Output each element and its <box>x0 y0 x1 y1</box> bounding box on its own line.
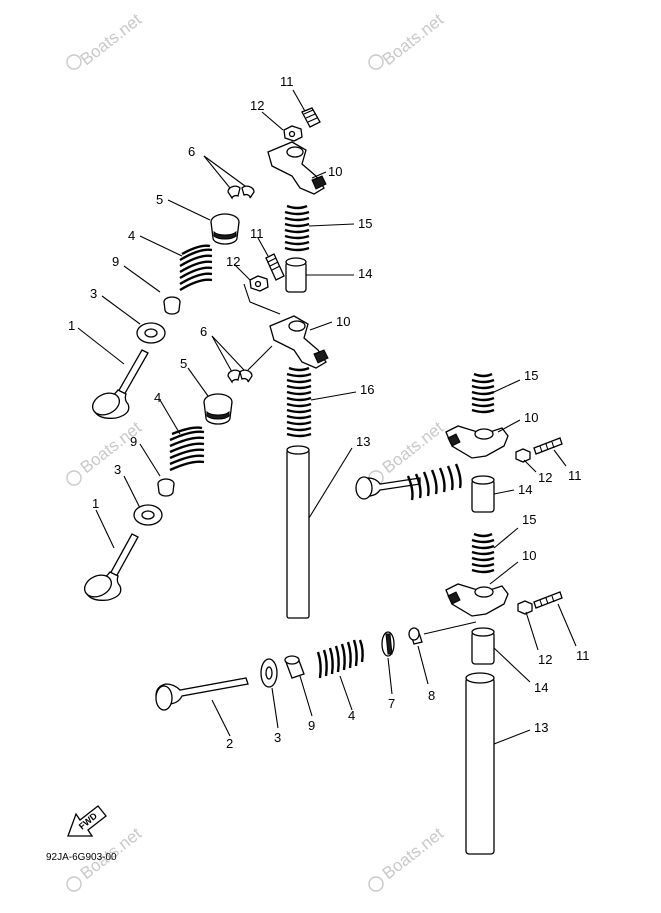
rocker-arm-10-top <box>267 141 327 195</box>
spring-seat-3-bottom <box>260 658 279 729</box>
valve-cotter-6-top <box>203 155 255 200</box>
callout-10-top: 10 <box>328 164 342 179</box>
valve-spring-4-second <box>159 399 205 472</box>
callout-7: 7 <box>388 696 395 711</box>
valve-spring-4-top <box>139 235 213 292</box>
callout-6-second: 6 <box>200 324 207 339</box>
callout-12-right-lower: 12 <box>538 652 552 667</box>
rocker-spring-15-upper <box>284 204 355 252</box>
callout-9-bottom: 9 <box>308 718 315 733</box>
spring-seat-3-second <box>123 475 163 526</box>
callout-12-right-upper: 12 <box>538 470 552 485</box>
callout-5-second: 5 <box>180 356 187 371</box>
intake-valve-1-top <box>77 327 149 419</box>
rocker-shaft-collar-14-right-lower <box>423 621 531 683</box>
callout-10-second: 10 <box>336 314 350 329</box>
watermark-bottom-right: Boats.net <box>368 824 448 892</box>
callout-15-right-lower: 15 <box>522 512 536 527</box>
svg-text:Boats.net: Boats.net <box>379 418 448 477</box>
rocker-arm-10-right-upper <box>445 419 521 459</box>
callout-labels: 11 12 6 10 5 15 4 11 9 12 14 3 10 1 6 5 … <box>68 74 590 751</box>
callout-10-right-upper: 10 <box>524 410 538 425</box>
exhaust-valve-assembly-horizontal <box>355 463 462 501</box>
watermark-top-left: Boats.net <box>66 10 146 70</box>
callout-9-second: 9 <box>130 434 137 449</box>
diagram-code: 92JA-6G903-00 <box>46 852 117 863</box>
watermark-mid-right: Boats.net <box>368 418 448 486</box>
adjusting-screw-11-right-lower <box>533 591 577 647</box>
callout-15-right-upper: 15 <box>524 368 538 383</box>
callout-3-bottom: 3 <box>274 730 281 745</box>
callout-11-right-upper: 11 <box>568 468 582 483</box>
callout-13-right: 13 <box>534 720 548 735</box>
svg-text:Boats.net: Boats.net <box>379 10 448 69</box>
svg-text:Boats.net: Boats.net <box>379 824 448 883</box>
valve-stem-seal-9-second <box>139 443 175 497</box>
callout-4-top: 4 <box>128 228 135 243</box>
callout-14-right-lower: 14 <box>534 680 548 695</box>
callout-14-center: 14 <box>358 266 372 281</box>
adjusting-screw-11-second <box>257 237 285 281</box>
lock-nut-12-second <box>233 263 281 315</box>
spring-seat-3-top <box>101 295 166 344</box>
adjusting-screw-11-right-upper <box>533 437 567 467</box>
lock-nut-12-top <box>261 111 303 142</box>
rocker-spring-16 <box>286 366 357 438</box>
exhaust-valve-2 <box>155 677 249 737</box>
callout-6-top: 6 <box>188 144 195 159</box>
callout-2: 2 <box>226 736 233 751</box>
callout-4-second: 4 <box>154 390 161 405</box>
lock-nut-12-right-lower <box>517 600 539 651</box>
callout-9-top: 9 <box>112 254 119 269</box>
spring-retainer-5-top <box>167 199 240 245</box>
callout-3-second: 3 <box>114 462 121 477</box>
callout-11-top: 11 <box>280 74 294 89</box>
callout-12-second: 12 <box>226 254 240 269</box>
watermark-top-right: Boats.net <box>368 10 448 70</box>
callout-5-top: 5 <box>156 192 163 207</box>
callout-13-center: 13 <box>356 434 370 449</box>
callout-12-top: 12 <box>250 98 264 113</box>
callout-10-right-lower: 10 <box>522 548 536 563</box>
valve-spring-4-bottom <box>316 639 364 711</box>
rocker-arm-10-right-lower <box>445 561 519 617</box>
valve-cotter-6-second <box>211 335 273 384</box>
push-rod-13-right <box>465 672 531 855</box>
callout-11-second: 11 <box>250 226 264 241</box>
callout-16: 16 <box>360 382 374 397</box>
callout-8: 8 <box>428 688 435 703</box>
lock-nut-12-right-upper <box>515 448 537 473</box>
watermark-mid-left: Boats.net <box>66 418 145 486</box>
valve-cotter-8 <box>408 627 429 685</box>
rocker-shaft-collar-14-right-upper <box>471 475 515 513</box>
rocker-arm-10-second <box>269 315 333 369</box>
intake-valve-1-second <box>83 509 139 601</box>
spring-retainer-5-second <box>187 367 233 425</box>
svg-text:Boats.net: Boats.net <box>77 10 146 69</box>
callout-1-top: 1 <box>68 318 75 333</box>
adjusting-screw-11-top <box>292 89 321 128</box>
rocker-shaft-collar-14-upper <box>285 257 354 293</box>
valve-stem-seal-9-top <box>123 265 181 315</box>
rocker-spring-15-right-lower <box>471 527 519 574</box>
callout-3-top: 3 <box>90 286 97 301</box>
valve-stem-seal-9-bottom <box>284 655 313 717</box>
callout-15-center: 15 <box>358 216 372 231</box>
callout-4-bottom: 4 <box>348 708 355 723</box>
forward-direction-arrow: FWD <box>67 805 107 837</box>
push-rod-13-center <box>286 445 353 619</box>
callout-1-second: 1 <box>92 496 99 511</box>
callout-14-right-upper: 14 <box>518 482 532 497</box>
callout-11-right-lower: 11 <box>576 648 590 663</box>
spring-retainer-7 <box>381 631 395 695</box>
rocker-spring-15-right-upper <box>471 372 521 414</box>
